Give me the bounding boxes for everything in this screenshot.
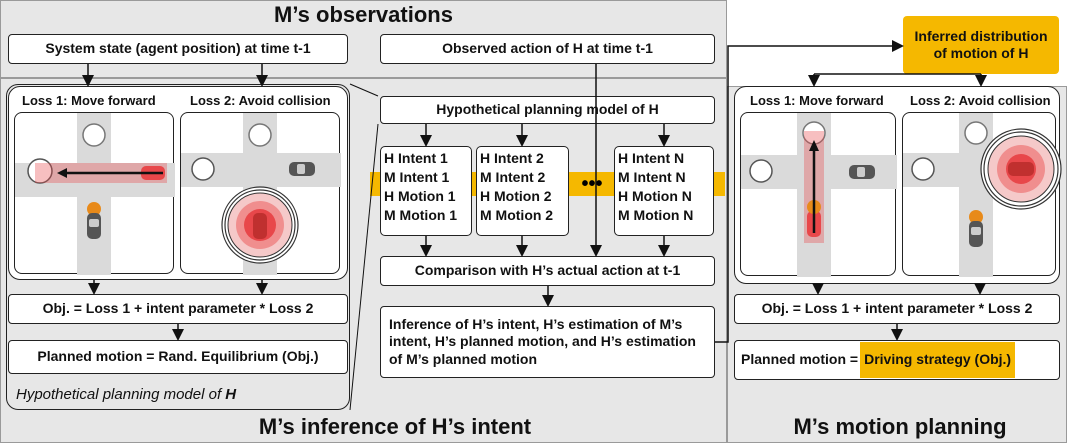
h-motion-2: H Motion 2 bbox=[480, 188, 552, 204]
intent-column-2: H Intent 2 M Intent 2 H Motion 2 M Motio… bbox=[476, 146, 569, 236]
loss2-scene bbox=[180, 112, 341, 275]
car-h-icon bbox=[87, 202, 101, 239]
right-planned-strategy: Driving strategy (Obj.) bbox=[860, 342, 1016, 378]
right-loss2-label: Loss 2: Avoid collision bbox=[910, 93, 1051, 108]
m-motion-2: M Motion 2 bbox=[480, 207, 554, 223]
right-loss2-scene-graphic bbox=[903, 113, 1062, 277]
loss1-label: Loss 1: Move forward bbox=[22, 93, 156, 108]
m-intent-2: M Intent 2 bbox=[480, 169, 546, 185]
right-loss1-scene bbox=[740, 112, 897, 277]
right-loss1-scene-graphic bbox=[741, 113, 897, 277]
hyp-model-caption-text: Hypothetical planning model of bbox=[16, 386, 226, 403]
h-motion-1: H Motion 1 bbox=[384, 188, 456, 204]
right-car-m-icon bbox=[849, 165, 875, 179]
m-motion-n: M Motion N bbox=[618, 207, 694, 223]
right-planned-box: Planned motion = Driving strategy (Obj.) bbox=[734, 340, 1060, 380]
intent-column-1: H Intent 1 M Intent 1 H Motion 1 M Motio… bbox=[380, 146, 472, 236]
inferred-distribution-box: Inferred distribution of motion of H bbox=[903, 16, 1059, 74]
right-objective-box: Obj. = Loss 1 + intent parameter * Loss … bbox=[734, 294, 1060, 324]
loss2-scene-graphic bbox=[181, 113, 341, 275]
h-intent-n: H Intent N bbox=[618, 150, 685, 166]
ellipsis: ••• bbox=[581, 173, 603, 195]
loss1-scene bbox=[14, 112, 175, 275]
loss1-scene-graphic bbox=[15, 113, 175, 275]
m-motion-1: M Motion 1 bbox=[384, 207, 458, 223]
hyp-model-box: Hypothetical planning model of H bbox=[380, 96, 715, 124]
right-planned-prefix: Planned motion = bbox=[741, 351, 859, 368]
m-intent-1: M Intent 1 bbox=[384, 169, 450, 185]
left-planned-box: Planned motion = Rand. Equilibrium (Obj.… bbox=[8, 340, 348, 374]
m-intent-n: M Intent N bbox=[618, 169, 686, 185]
car-m-icon bbox=[289, 162, 315, 176]
hyp-model-caption: Hypothetical planning model of H bbox=[16, 386, 236, 403]
h-intent-2: H Intent 2 bbox=[480, 150, 544, 166]
observations-title: M’s observations bbox=[274, 2, 453, 27]
inference-title: M’s inference of H’s intent bbox=[258, 414, 532, 439]
hyp-model-caption-agent: H bbox=[225, 386, 237, 403]
result-box: Inference of H’s intent, H’s estimation … bbox=[380, 306, 715, 378]
planning-title: M’s motion planning bbox=[793, 414, 1007, 439]
h-motion-n: H Motion N bbox=[618, 188, 692, 204]
left-frame bbox=[6, 84, 350, 410]
intent-column-n: H Intent N M Intent N H Motion N M Motio… bbox=[614, 146, 714, 236]
loss2-label: Loss 2: Avoid collision bbox=[190, 93, 331, 108]
right-loss1-label: Loss 1: Move forward bbox=[750, 93, 884, 108]
system-state-box: System state (agent position) at time t-… bbox=[8, 34, 348, 64]
left-objective-box: Obj. = Loss 1 + intent parameter * Loss … bbox=[8, 294, 348, 324]
comparison-box: Comparison with H’s actual action at t-1 bbox=[380, 256, 715, 286]
observed-action-box: Observed action of H at time t-1 bbox=[380, 34, 715, 64]
right-loss2-scene bbox=[902, 112, 1062, 277]
h-intent-1: H Intent 1 bbox=[384, 150, 448, 166]
